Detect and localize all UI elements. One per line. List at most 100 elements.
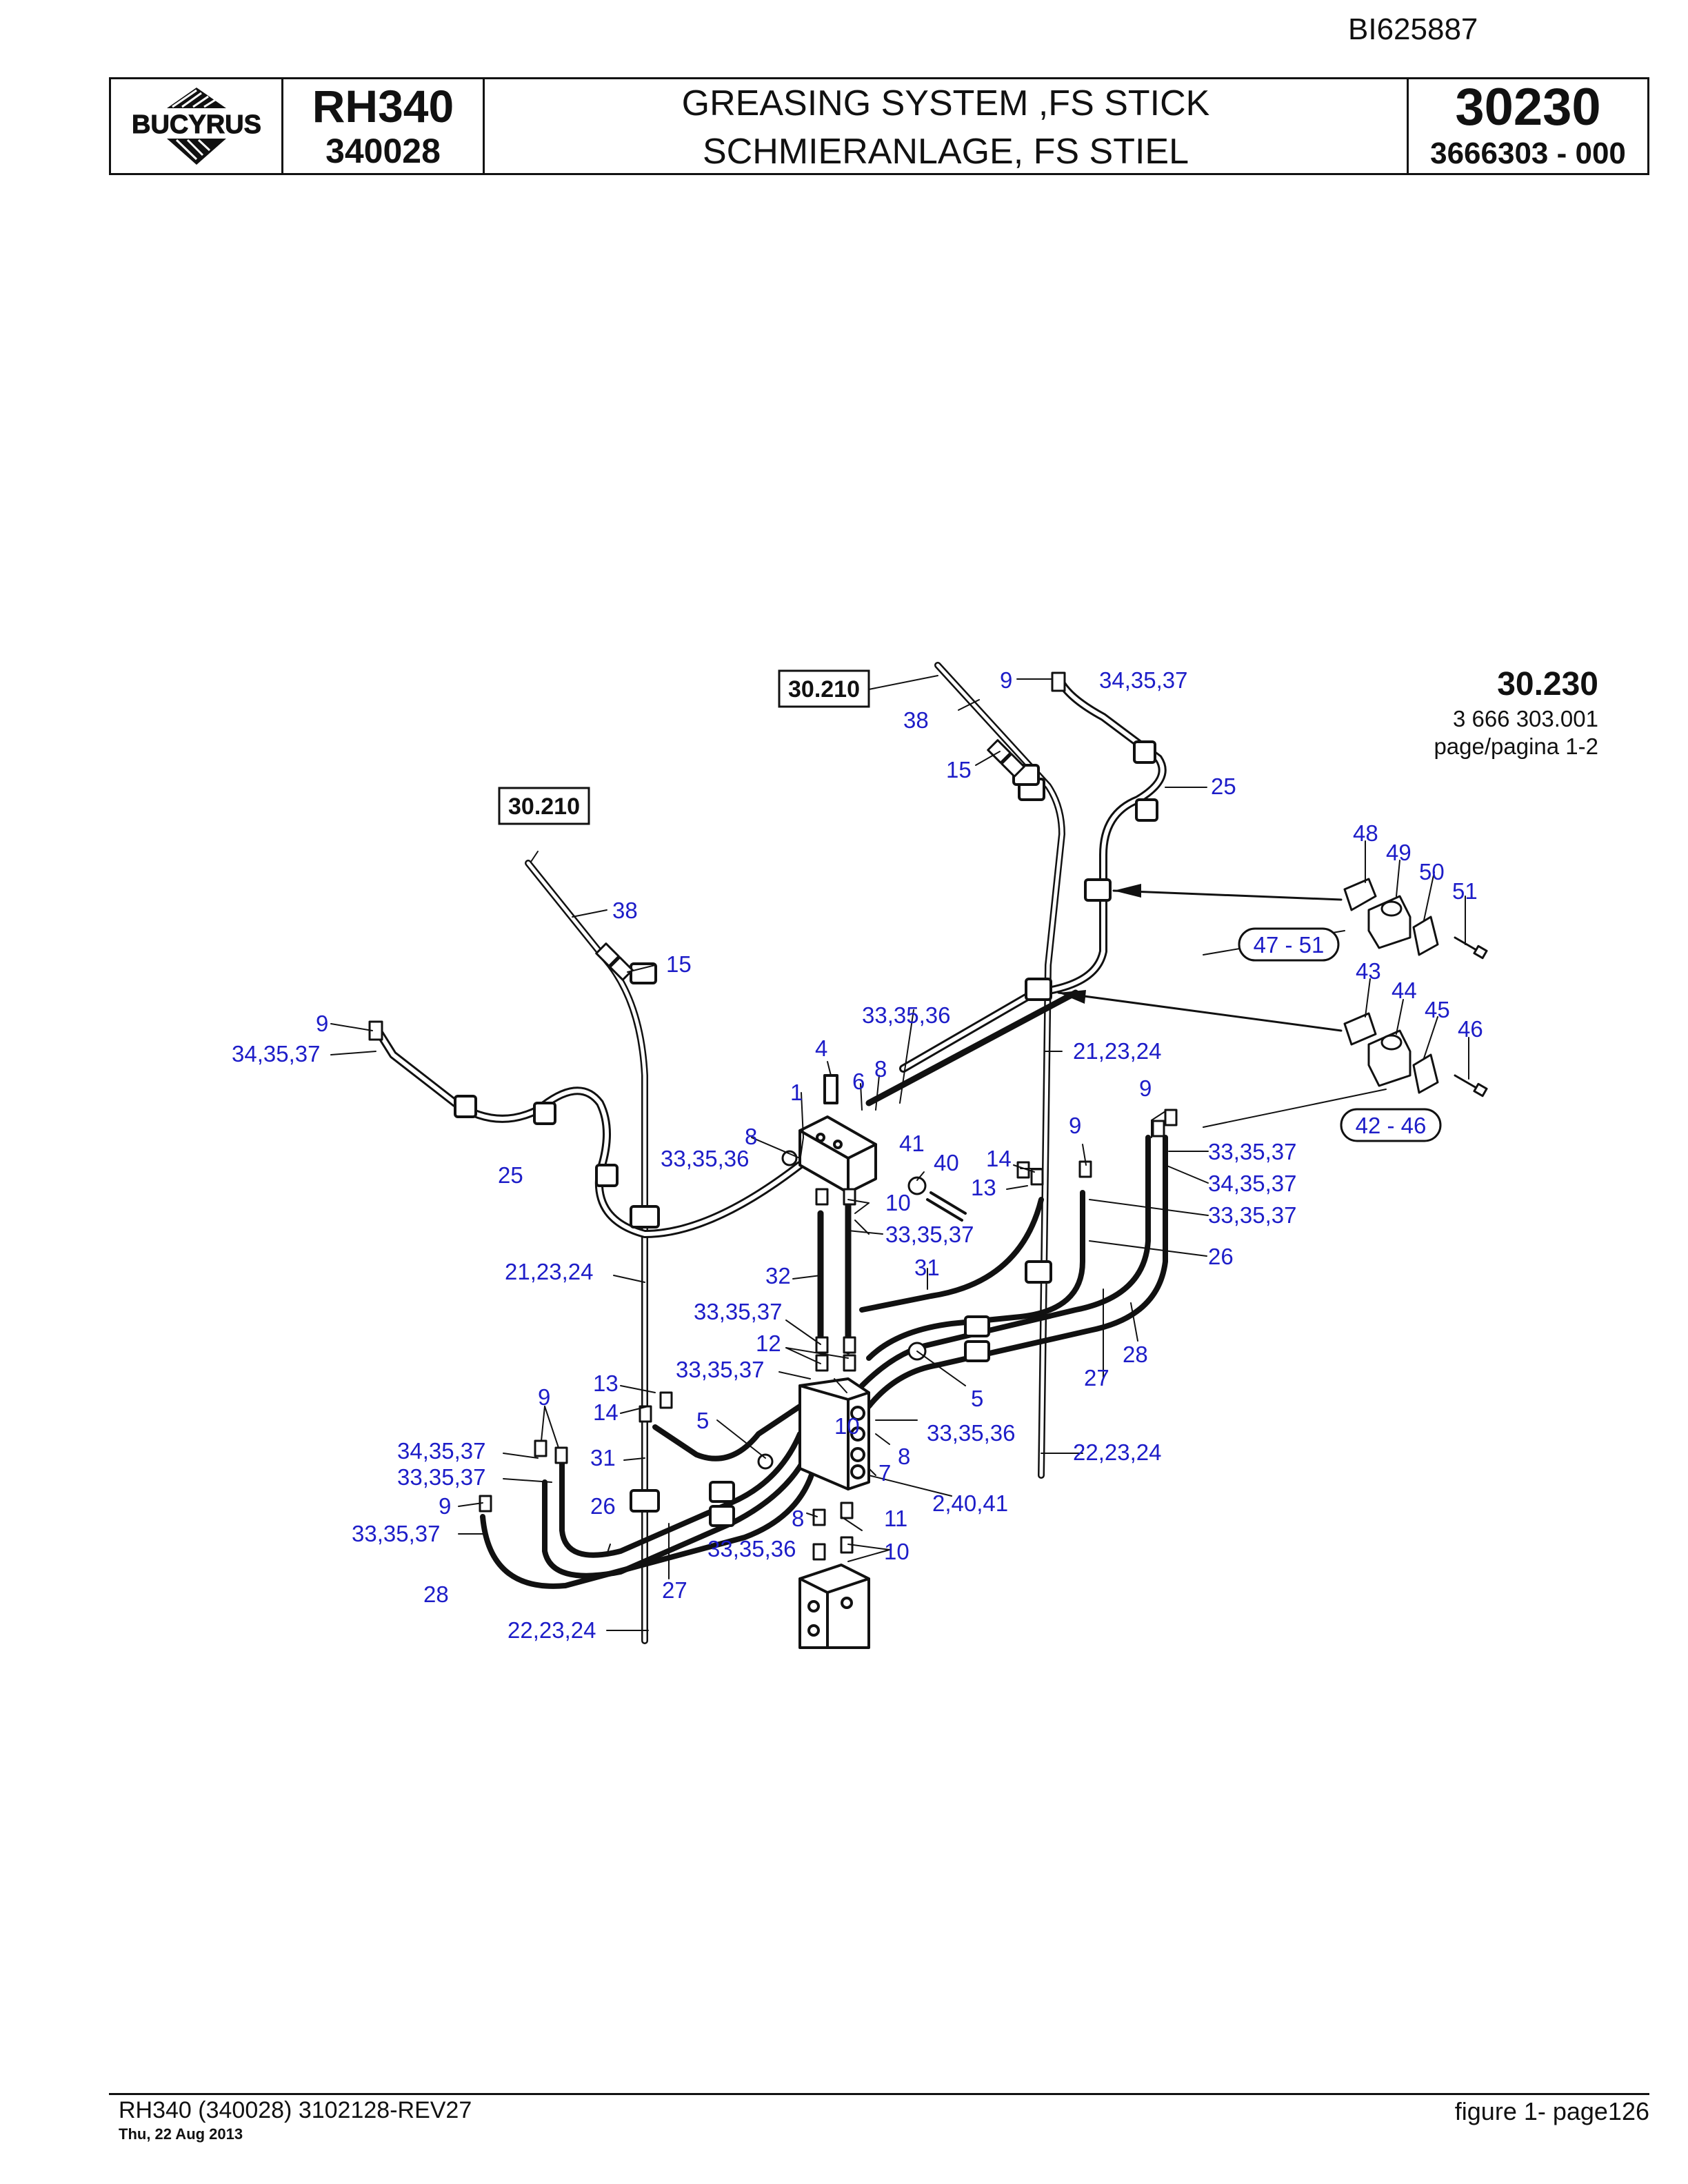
callout: 33,35,37 — [694, 1299, 782, 1324]
callout: 14 — [986, 1146, 1012, 1171]
callout: 25 — [1211, 774, 1236, 799]
figure-page: page/pagina 1-2 — [1434, 734, 1598, 759]
callout: 33,35,36 — [927, 1420, 1015, 1446]
callout: 10 — [884, 1539, 910, 1564]
hose-25-left — [372, 1023, 804, 1238]
callout: 15 — [666, 951, 692, 977]
range-47-51: 47 - 51 — [1238, 927, 1340, 962]
callout: 9 — [538, 1384, 550, 1410]
callout: 11 — [884, 1506, 907, 1531]
callout: 33,35,37 — [885, 1222, 974, 1247]
callout: 38 — [612, 898, 638, 923]
callout: 40 — [934, 1150, 959, 1175]
progressive-distributor — [798, 1377, 870, 1490]
callout: 7 — [878, 1460, 891, 1486]
callout-labels: 9 34,35,37 38 15 25 38 15 48 49 50 51 43… — [232, 667, 1483, 1643]
callout: 10 — [885, 1190, 911, 1215]
reference-label-b: 30.210 — [508, 793, 580, 820]
title-cell: GREASING SYSTEM ,FS STICK SCHMIERANLAGE,… — [485, 79, 1409, 173]
callout: 9 — [1139, 1075, 1152, 1101]
reference-box-a: 30.210 — [778, 669, 870, 708]
range-42-46: 42 - 46 — [1340, 1108, 1442, 1142]
callout: 33,35,37 — [352, 1521, 440, 1546]
title-english: GREASING SYSTEM ,FS STICK — [681, 83, 1210, 123]
callout: 32 — [765, 1263, 791, 1288]
callout: 33,35,37 — [1208, 1202, 1296, 1228]
callout: 28 — [1123, 1342, 1148, 1367]
callout: 13 — [593, 1371, 619, 1396]
part-number: 3666303 - 000 — [1430, 136, 1626, 170]
title-block: BUCYRUS RH340 340028 GREASING SYSTEM ,FS… — [109, 77, 1649, 175]
callout: 21,23,24 — [505, 1259, 593, 1284]
callout: 5 — [971, 1386, 983, 1411]
callout: 49 — [1386, 840, 1411, 865]
callout: 22,23,24 — [1073, 1439, 1161, 1465]
callout: 9 — [1000, 667, 1012, 693]
arrow-head-1 — [1114, 884, 1141, 898]
clamp-kit-42-46 — [1343, 1012, 1488, 1098]
callout: 1 — [790, 1080, 803, 1105]
callout: 25 — [498, 1162, 523, 1188]
callout: 21,23,24 — [1073, 1038, 1161, 1064]
callout: 6 — [852, 1069, 865, 1094]
footer-document-ref: RH340 (340028) 3102128-REV27 — [119, 2097, 472, 2123]
distributor-block-bottom — [798, 1564, 870, 1649]
callout: 9 — [439, 1493, 451, 1519]
callout: 8 — [792, 1506, 804, 1531]
bolt-40 — [930, 1191, 967, 1215]
callout: 41 — [899, 1131, 925, 1156]
callout: 50 — [1419, 859, 1445, 884]
callout: 33,35,36 — [661, 1146, 749, 1171]
callout: 28 — [423, 1581, 449, 1607]
reference-label-a: 30.210 — [788, 676, 860, 702]
footer-page-ref: figure 1- page126 — [1454, 2097, 1649, 2125]
title-german: SCHMIERANLAGE, FS STIEL — [702, 132, 1189, 172]
callout: 13 — [971, 1175, 996, 1200]
figure-number: 30.230 — [1497, 666, 1598, 702]
leader-lines — [330, 675, 1469, 1631]
callout: 12 — [756, 1331, 781, 1356]
group-number: 30230 — [1455, 78, 1601, 136]
hose-bundle-right — [866, 1190, 1085, 1361]
callout: 27 — [1084, 1365, 1109, 1391]
callout: 33,35,36 — [862, 1002, 950, 1028]
callout: 27 — [662, 1577, 687, 1603]
callout: 2,40,41 — [932, 1490, 1008, 1516]
logo-text: BUCYRUS — [132, 110, 261, 139]
model-cell: RH340 340028 — [283, 79, 485, 173]
callout: 33,35,37 — [676, 1357, 764, 1382]
callout: 31 — [914, 1255, 940, 1280]
callout: 14 — [593, 1399, 619, 1425]
logo-cell: BUCYRUS — [111, 79, 283, 173]
serial-number: 340028 — [325, 132, 441, 170]
footer-date: Thu, 22 Aug 2013 — [119, 2125, 243, 2143]
range-label-47-51: 47 - 51 — [1254, 932, 1325, 958]
callout: 51 — [1452, 878, 1478, 904]
range-label-42-46: 42 - 46 — [1356, 1113, 1427, 1138]
callout: 48 — [1353, 820, 1378, 846]
pipe-21-diagonal — [865, 989, 1079, 1106]
number-cell: 30230 3666303 - 000 — [1409, 79, 1647, 173]
callout: 26 — [1208, 1244, 1234, 1269]
clamp-kit-47-51 — [1343, 878, 1488, 960]
callout: 22,23,24 — [508, 1617, 596, 1643]
callout: 26 — [590, 1493, 616, 1519]
callout: 9 — [1069, 1113, 1081, 1138]
callout: 33,35,37 — [397, 1464, 485, 1490]
callout: 33,35,37 — [1208, 1139, 1296, 1164]
callout: 46 — [1458, 1016, 1483, 1042]
callout: 8 — [745, 1124, 757, 1149]
arrow-head-2 — [1058, 990, 1086, 1004]
bucyrus-logo: BUCYRUS — [123, 88, 269, 165]
callout: 15 — [946, 757, 972, 782]
callout: 34,35,37 — [397, 1438, 485, 1464]
callout: 38 — [903, 707, 929, 733]
document-id: BI625887 — [1348, 12, 1478, 46]
callout: 34,35,37 — [232, 1041, 320, 1066]
reference-box-b: 30.210 — [498, 787, 590, 825]
callout-arrows — [1057, 889, 1343, 1032]
callout: 4 — [815, 1035, 827, 1061]
callout: 10 — [834, 1413, 860, 1439]
distributor-block-top — [798, 1074, 877, 1194]
